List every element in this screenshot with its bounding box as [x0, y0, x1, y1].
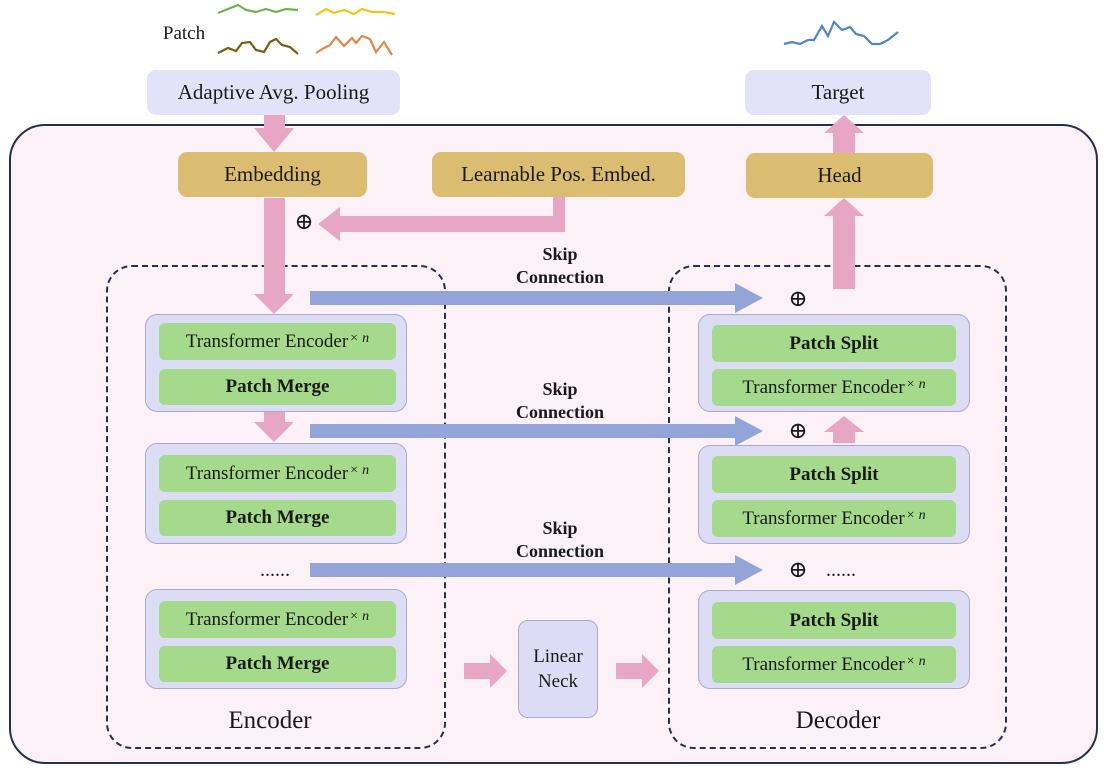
plus-skip-2: ⊕ — [788, 418, 808, 443]
skip-label-1: Skip Connection — [480, 243, 640, 289]
transformer-label: Transformer Encoder — [185, 330, 349, 352]
decoder-caption: Decoder — [795, 707, 881, 734]
repeat-label: × n — [905, 653, 926, 669]
neck-line1: Linear — [533, 646, 583, 667]
repeat-label: × n — [905, 507, 926, 523]
decoder-ellipsis: ...... — [826, 558, 856, 581]
embedding-box: Embedding — [178, 152, 367, 197]
patch-label: Patch — [162, 23, 206, 44]
encoder-patch-merge-1: Patch Merge — [159, 369, 396, 405]
pos-embed-box: Learnable Pos. Embed. — [432, 152, 685, 197]
transformer-label: Transformer Encoder — [185, 462, 349, 484]
encoder-ellipsis: ...... — [260, 558, 290, 581]
transformer-label: Transformer Encoder — [742, 507, 905, 529]
skip-label-line2: Connection — [515, 541, 604, 561]
plus-skip-1: ⊕ — [788, 286, 808, 311]
decoder-transformer-3: Transformer Encoder× n — [712, 646, 956, 683]
skip-label-line2: Connection — [515, 402, 604, 422]
decoder-patch-split-2: Patch Split — [712, 456, 956, 493]
decoder-transformer-2: Transformer Encoder× n — [712, 500, 956, 537]
patch-curve-yellow — [315, 7, 396, 16]
encoder-patch-merge-2: Patch Merge — [159, 500, 396, 536]
target-box: Target — [745, 70, 931, 115]
patch-curve-olive — [217, 37, 299, 55]
repeat-label: × n — [349, 330, 370, 346]
patch-curve-green — [217, 3, 299, 15]
repeat-label: × n — [349, 462, 370, 478]
skip-label-2: Skip Connection — [480, 378, 640, 424]
skip-label-line1: Skip — [542, 518, 578, 538]
decoder-transformer-1: Transformer Encoder× n — [712, 369, 956, 406]
encoder-transformer-2: Transformer Encoder× n — [159, 455, 396, 492]
neck-line2: Neck — [537, 671, 579, 692]
target-curve — [783, 20, 899, 46]
patch-curve-orange — [315, 34, 393, 56]
encoder-transformer-3: Transformer Encoder× n — [159, 601, 396, 638]
linear-neck-box: Linear Neck — [518, 620, 598, 718]
repeat-label: × n — [905, 376, 926, 392]
encoder-transformer-1: Transformer Encoder× n — [159, 323, 396, 360]
head-box: Head — [746, 153, 933, 198]
transformer-label: Transformer Encoder — [742, 653, 905, 675]
skip-label-line2: Connection — [515, 267, 604, 287]
encoder-patch-merge-3: Patch Merge — [159, 646, 396, 682]
transformer-label: Transformer Encoder — [742, 376, 905, 398]
decoder-patch-split-3: Patch Split — [712, 602, 956, 639]
pooling-box: Adaptive Avg. Pooling — [147, 70, 400, 115]
skip-label-line1: Skip — [542, 379, 578, 399]
encoder-caption: Encoder — [228, 707, 312, 734]
decoder-patch-split-1: Patch Split — [712, 325, 956, 362]
skip-label-3: Skip Connection — [480, 517, 640, 563]
repeat-label: × n — [349, 608, 370, 624]
transformer-label: Transformer Encoder — [185, 608, 349, 630]
plus-embedding: ⊕ — [294, 209, 314, 234]
skip-label-line1: Skip — [542, 244, 578, 264]
plus-skip-3: ⊕ — [788, 557, 808, 582]
